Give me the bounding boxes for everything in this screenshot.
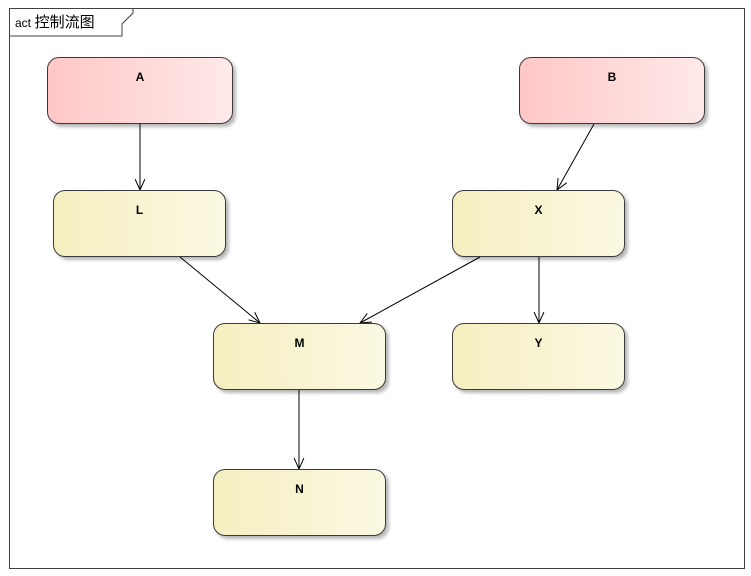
- frame-title: act 控制流图: [10, 9, 101, 35]
- activity-node-x[interactable]: X: [452, 190, 625, 257]
- frame-keyword: act: [15, 16, 32, 30]
- activity-node-l[interactable]: L: [53, 190, 226, 257]
- frame-name: 控制流图: [34, 13, 95, 31]
- node-label: M: [294, 336, 305, 350]
- node-label: B: [607, 70, 617, 84]
- frame-tab-outline: [9, 8, 134, 37]
- node-label: X: [534, 203, 543, 217]
- node-label: L: [135, 203, 144, 217]
- node-label: N: [295, 482, 304, 496]
- node-label: Y: [534, 336, 543, 350]
- activity-node-m[interactable]: M: [213, 323, 386, 390]
- activity-node-n[interactable]: N: [213, 469, 386, 536]
- activity-node-y[interactable]: Y: [452, 323, 625, 390]
- activity-frame: act 控制流图: [9, 8, 745, 569]
- node-label: A: [135, 70, 145, 84]
- activity-node-a[interactable]: A: [47, 57, 233, 124]
- activity-node-b[interactable]: B: [519, 57, 705, 124]
